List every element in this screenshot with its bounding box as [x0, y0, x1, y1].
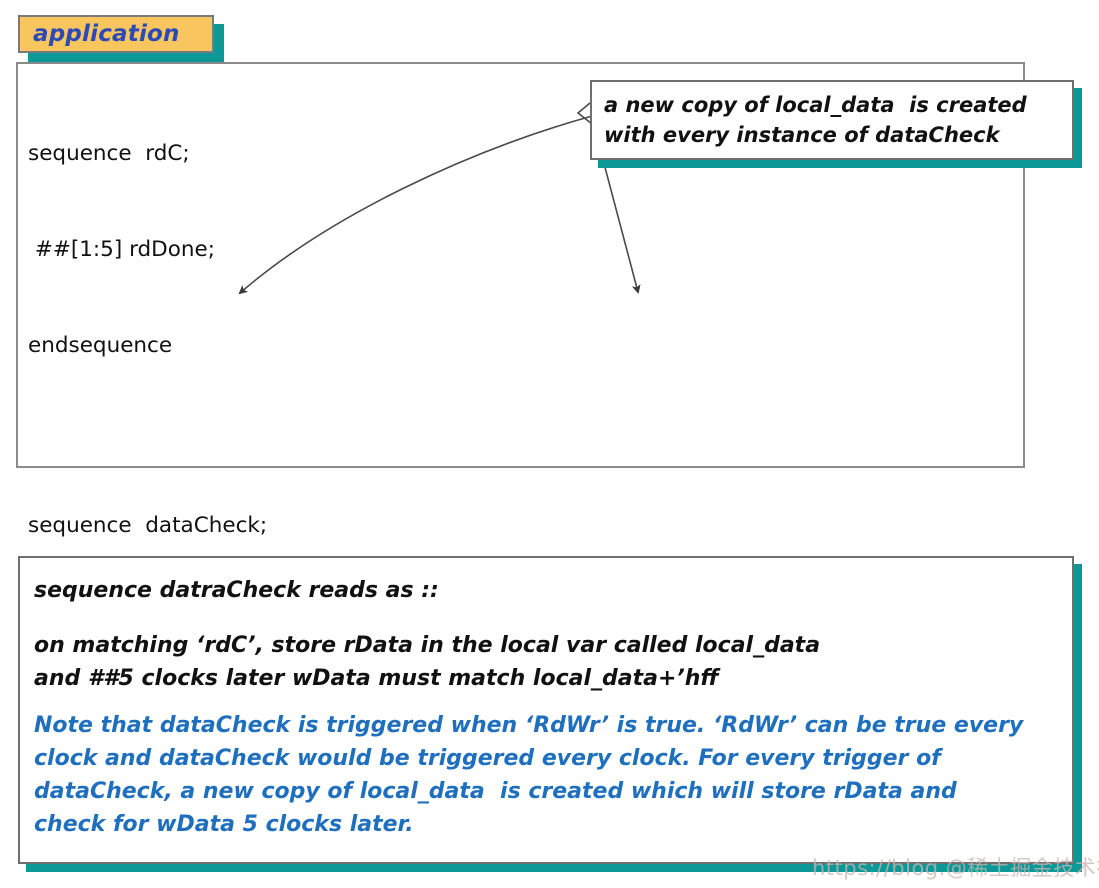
code-line: sequence dataCheck; [28, 513, 268, 538]
code-line: endsequence [28, 333, 173, 358]
code-line: sequence rdC; [28, 141, 190, 166]
callout-line: with every instance of dataCheck [604, 123, 1000, 147]
tab-application-label: application [33, 21, 180, 47]
callout-line: a new copy of local_data is created [604, 93, 1027, 117]
code-line-blank [28, 426, 836, 446]
note-line: and ##5 clocks later wData must match lo… [34, 666, 719, 691]
note-line-blue: clock and dataCheck would be triggered e… [34, 746, 941, 771]
note-line-blue: check for wData 5 clocks later. [34, 812, 414, 837]
code-line: ##[1:5] rdDone; [28, 237, 215, 262]
explanation-block: sequence datraCheck reads as :: on match… [18, 556, 1074, 864]
note-line: sequence datraCheck reads as :: [34, 578, 439, 603]
note-line-blue: dataCheck, a new copy of local_data is c… [34, 779, 957, 804]
note-line: on matching ‘rdC’, store rData in the lo… [34, 633, 821, 658]
note-line-blank [34, 695, 1058, 709]
local-data-callout: a new copy of local_data is created with… [590, 80, 1074, 160]
note-line-blue: Note that dataCheck is triggered when ‘R… [34, 713, 1024, 738]
watermark: https://blog.@稀土掘金技术社区 [812, 856, 1099, 880]
tab-application[interactable]: application [18, 15, 214, 53]
note-line-blank [34, 607, 1058, 629]
